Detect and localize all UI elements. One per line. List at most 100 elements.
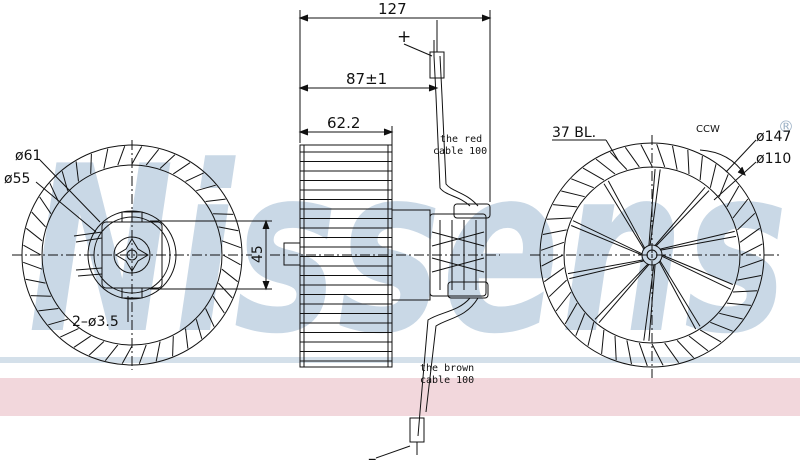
blade-line [609, 151, 628, 170]
brown-cable-outline [425, 297, 479, 413]
blade-line [104, 344, 119, 362]
blade-line [49, 183, 59, 202]
blade-line [664, 342, 680, 363]
connector-top [453, 203, 491, 219]
label-wheel-width: 62.2 [327, 114, 360, 132]
blade-line [25, 227, 43, 242]
blade-line [737, 212, 756, 231]
left-wire-bottom [75, 267, 103, 277]
dim-87-arrows [298, 84, 439, 92]
left-front-view [12, 140, 272, 370]
right-rear-view [530, 135, 780, 378]
label-hub-inner: ø55 [4, 171, 30, 187]
label-positive: + [397, 27, 411, 47]
blade-line [195, 319, 203, 339]
motor-shaft-ring [113, 236, 151, 274]
spoke-line [660, 235, 737, 251]
blade-line [582, 167, 605, 181]
leader-outer-diameter [725, 139, 757, 173]
blade-line [726, 185, 740, 208]
label-holes: 2–ø3.5 [72, 314, 119, 330]
blade-line [155, 341, 161, 362]
blade-line [196, 184, 216, 192]
blade-line [218, 226, 239, 232]
blade-line [739, 259, 764, 269]
blade-line [38, 308, 59, 312]
mount-ear-top [121, 211, 143, 223]
spoke-line [658, 261, 697, 330]
blade-line [575, 313, 586, 336]
blade-line [626, 340, 632, 365]
label-outer-diameter: ø147 [756, 129, 791, 145]
blade-line [564, 302, 578, 325]
blade-line [624, 147, 640, 168]
blade-line [638, 342, 648, 367]
blade-line [73, 335, 91, 348]
blade-line [30, 295, 51, 297]
positive-leader [403, 43, 433, 57]
motor-shaft [126, 249, 138, 261]
blade-line [88, 341, 105, 356]
spoke-line [661, 254, 733, 285]
blade-line [732, 198, 749, 219]
red-cable [433, 40, 471, 207]
blade-line [172, 336, 174, 357]
hub-inner-circle [93, 216, 171, 294]
dim-62-arrows [298, 128, 394, 136]
watermark-registered-mark: ® [778, 117, 794, 136]
blade-line [651, 343, 664, 366]
blade-line [48, 318, 68, 326]
blade-line [145, 148, 160, 166]
blade-line [540, 241, 565, 251]
blade-line [542, 229, 567, 235]
spoke-line [643, 264, 655, 341]
wheel-drum-ribs [300, 145, 392, 367]
blade-line [546, 217, 572, 220]
label-brown-cable-2: cable 100 [420, 375, 474, 386]
spoke-line [594, 263, 649, 320]
blade-line [138, 344, 147, 364]
blade-line [601, 329, 605, 354]
blade-line [103, 148, 109, 169]
blade-line [676, 340, 695, 359]
blade-line [739, 227, 760, 243]
red-terminal [429, 51, 445, 79]
blade-line [117, 146, 126, 166]
spoke-line [607, 180, 646, 249]
side-view [270, 10, 500, 455]
blade-line [687, 149, 690, 175]
brown-cable [417, 297, 471, 437]
blade-line [131, 146, 143, 165]
blade-line [718, 174, 729, 197]
blade-line [719, 312, 743, 320]
blade-line [23, 261, 43, 270]
blade-line [640, 144, 653, 167]
blade-line [173, 162, 191, 175]
label-red-cable-1: the red [440, 134, 482, 145]
blade-line [185, 172, 204, 182]
blade-line [23, 244, 42, 256]
blade-line [699, 329, 722, 343]
blade-line [222, 254, 241, 266]
blade-line [595, 158, 616, 175]
spoke-line [654, 186, 706, 246]
blade-line [688, 335, 709, 352]
blade-line [541, 254, 564, 267]
connector-bottom [447, 281, 489, 299]
spoke-line [655, 190, 710, 247]
label-inner-diameter: ø110 [756, 151, 791, 167]
label-mount-spacing: 45 [250, 245, 266, 263]
blade-line [710, 321, 733, 332]
blade-line [656, 143, 666, 168]
blade-line [212, 296, 225, 314]
blade-line [159, 154, 176, 169]
blade-line [39, 196, 52, 214]
leader-hub-inner [35, 181, 97, 233]
blade-line [75, 161, 79, 182]
spoke-line [572, 220, 643, 255]
label-cable-offset: 87±1 [346, 70, 387, 88]
blade-line [121, 345, 133, 364]
blade-line [587, 322, 595, 346]
blade-line [185, 328, 189, 349]
leader-inner-diameter [713, 161, 757, 201]
